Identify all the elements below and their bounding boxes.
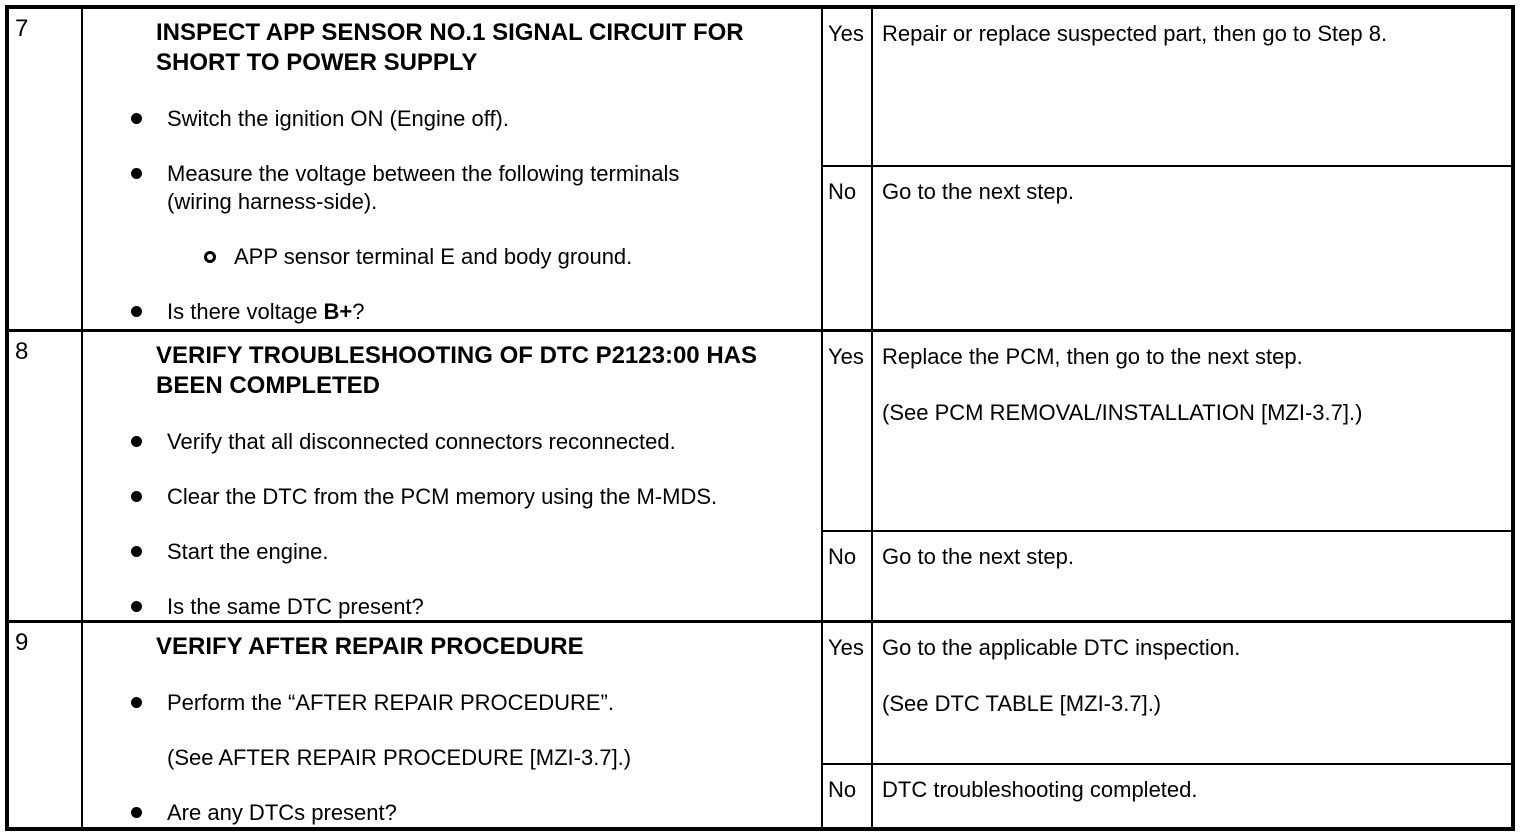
bullet-icon <box>131 697 142 708</box>
result-cell: Yes Repair or replace suspected part, th… <box>823 9 1511 329</box>
no-action: Go to the next step. <box>882 544 1075 569</box>
inspection-item-text: (See AFTER REPAIR PROCEDURE [MZI-3.7].) <box>167 745 632 770</box>
step-row: 8 VERIFY TROUBLESHOOTING OF DTC P2123:00… <box>9 332 1511 623</box>
inspection-item-text: Perform the “AFTER REPAIR PROCEDURE”. <box>167 690 614 715</box>
troubleshooting-table: 7 INSPECT APP SENSOR NO.1 SIGNAL CIRCUIT… <box>5 5 1515 831</box>
bullet-icon <box>131 436 142 447</box>
inspection-item: Is there voltage B+? <box>131 298 811 326</box>
yes-action: Replace the PCM, then go to the next ste… <box>882 344 1363 425</box>
yes-subrow: Yes Replace the PCM, then go to the next… <box>823 332 1511 532</box>
inspection-item-text: Start the engine. <box>167 539 329 564</box>
inspection-item-text: Is there voltage B+? <box>167 298 365 326</box>
inspection-item: Clear the DTC from the PCM memory using … <box>131 483 811 511</box>
yes-label: Yes <box>823 623 873 763</box>
yes-action: Go to the applicable DTC inspection. (Se… <box>882 635 1241 716</box>
inspection-item: Perform the “AFTER REPAIR PROCEDURE”. <box>131 689 811 717</box>
inspection-cell: INSPECT APP SENSOR NO.1 SIGNAL CIRCUIT F… <box>83 9 823 329</box>
yes-label: Yes <box>823 9 873 165</box>
inspection-title: INSPECT APP SENSOR NO.1 SIGNAL CIRCUIT F… <box>156 19 744 76</box>
no-subrow: No DTC troubleshooting completed. <box>823 765 1511 827</box>
question-mark: ? <box>352 299 365 324</box>
inspection-note: (See AFTER REPAIR PROCEDURE [MZI-3.7].) <box>131 744 811 772</box>
result-cell: Yes Replace the PCM, then go to the next… <box>823 332 1511 620</box>
bullet-icon <box>131 306 142 317</box>
yes-label: Yes <box>823 332 873 530</box>
inspection-item: Is the same DTC present? <box>131 593 811 620</box>
inspection-title: VERIFY AFTER REPAIR PROCEDURE <box>156 633 584 660</box>
step-number: 8 <box>9 332 83 620</box>
bullet-icon <box>131 601 142 612</box>
no-label: No <box>823 765 873 827</box>
no-subrow: No Go to the next step. <box>823 532 1511 620</box>
yes-subrow: Yes Repair or replace suspected part, th… <box>823 9 1511 167</box>
no-action: DTC troubleshooting completed. <box>882 777 1198 802</box>
voltage-symbol: B+ <box>323 299 353 324</box>
inspection-subitem: APP sensor terminal E and body ground. <box>204 243 811 271</box>
inspection-item-text: APP sensor terminal E and body ground. <box>234 244 633 269</box>
inspection-item-text: Verify that all disconnected connectors … <box>167 429 676 454</box>
inspection-item: Measure the voltage between the followin… <box>131 160 811 216</box>
no-label: No <box>823 167 873 329</box>
inspection-item-text: Is the same DTC present? <box>167 594 424 619</box>
inspection-title: VERIFY TROUBLESHOOTING OF DTC P2123:00 H… <box>156 342 757 399</box>
inspection-item-text: Are any DTCs present? <box>167 800 397 825</box>
inspection-item: Verify that all disconnected connectors … <box>131 428 811 456</box>
yes-subrow: Yes Go to the applicable DTC inspection.… <box>823 623 1511 765</box>
bullet-icon <box>131 807 142 818</box>
inspection-item: Are any DTCs present? <box>131 799 811 827</box>
no-action: Go to the next step. <box>882 179 1075 204</box>
step-row: 7 INSPECT APP SENSOR NO.1 SIGNAL CIRCUIT… <box>9 9 1511 332</box>
result-cell: Yes Go to the applicable DTC inspection.… <box>823 623 1511 827</box>
bullet-icon <box>131 546 142 557</box>
inspection-item-text: Clear the DTC from the PCM memory using … <box>167 484 718 509</box>
inspection-item-text: Measure the voltage between the followin… <box>167 161 680 214</box>
no-subrow: No Go to the next step. <box>823 167 1511 329</box>
step-number: 9 <box>9 623 83 827</box>
yes-action: Repair or replace suspected part, then g… <box>882 21 1388 46</box>
inspection-cell: VERIFY AFTER REPAIR PROCEDURE Perform th… <box>83 623 823 827</box>
inspection-cell: VERIFY TROUBLESHOOTING OF DTC P2123:00 H… <box>83 332 823 620</box>
no-label: No <box>823 532 873 620</box>
question-text: Is there voltage <box>167 299 324 324</box>
bullet-icon <box>131 491 142 502</box>
step-row: 9 VERIFY AFTER REPAIR PROCEDURE Perform … <box>9 623 1511 827</box>
step-number: 7 <box>9 9 83 329</box>
inspection-item-text: Switch the ignition ON (Engine off). <box>167 106 509 131</box>
inspection-item: Start the engine. <box>131 538 811 566</box>
bullet-icon <box>131 113 142 124</box>
inspection-item: Switch the ignition ON (Engine off). <box>131 105 811 133</box>
circle-bullet-icon <box>204 251 216 263</box>
bullet-icon <box>131 168 142 179</box>
